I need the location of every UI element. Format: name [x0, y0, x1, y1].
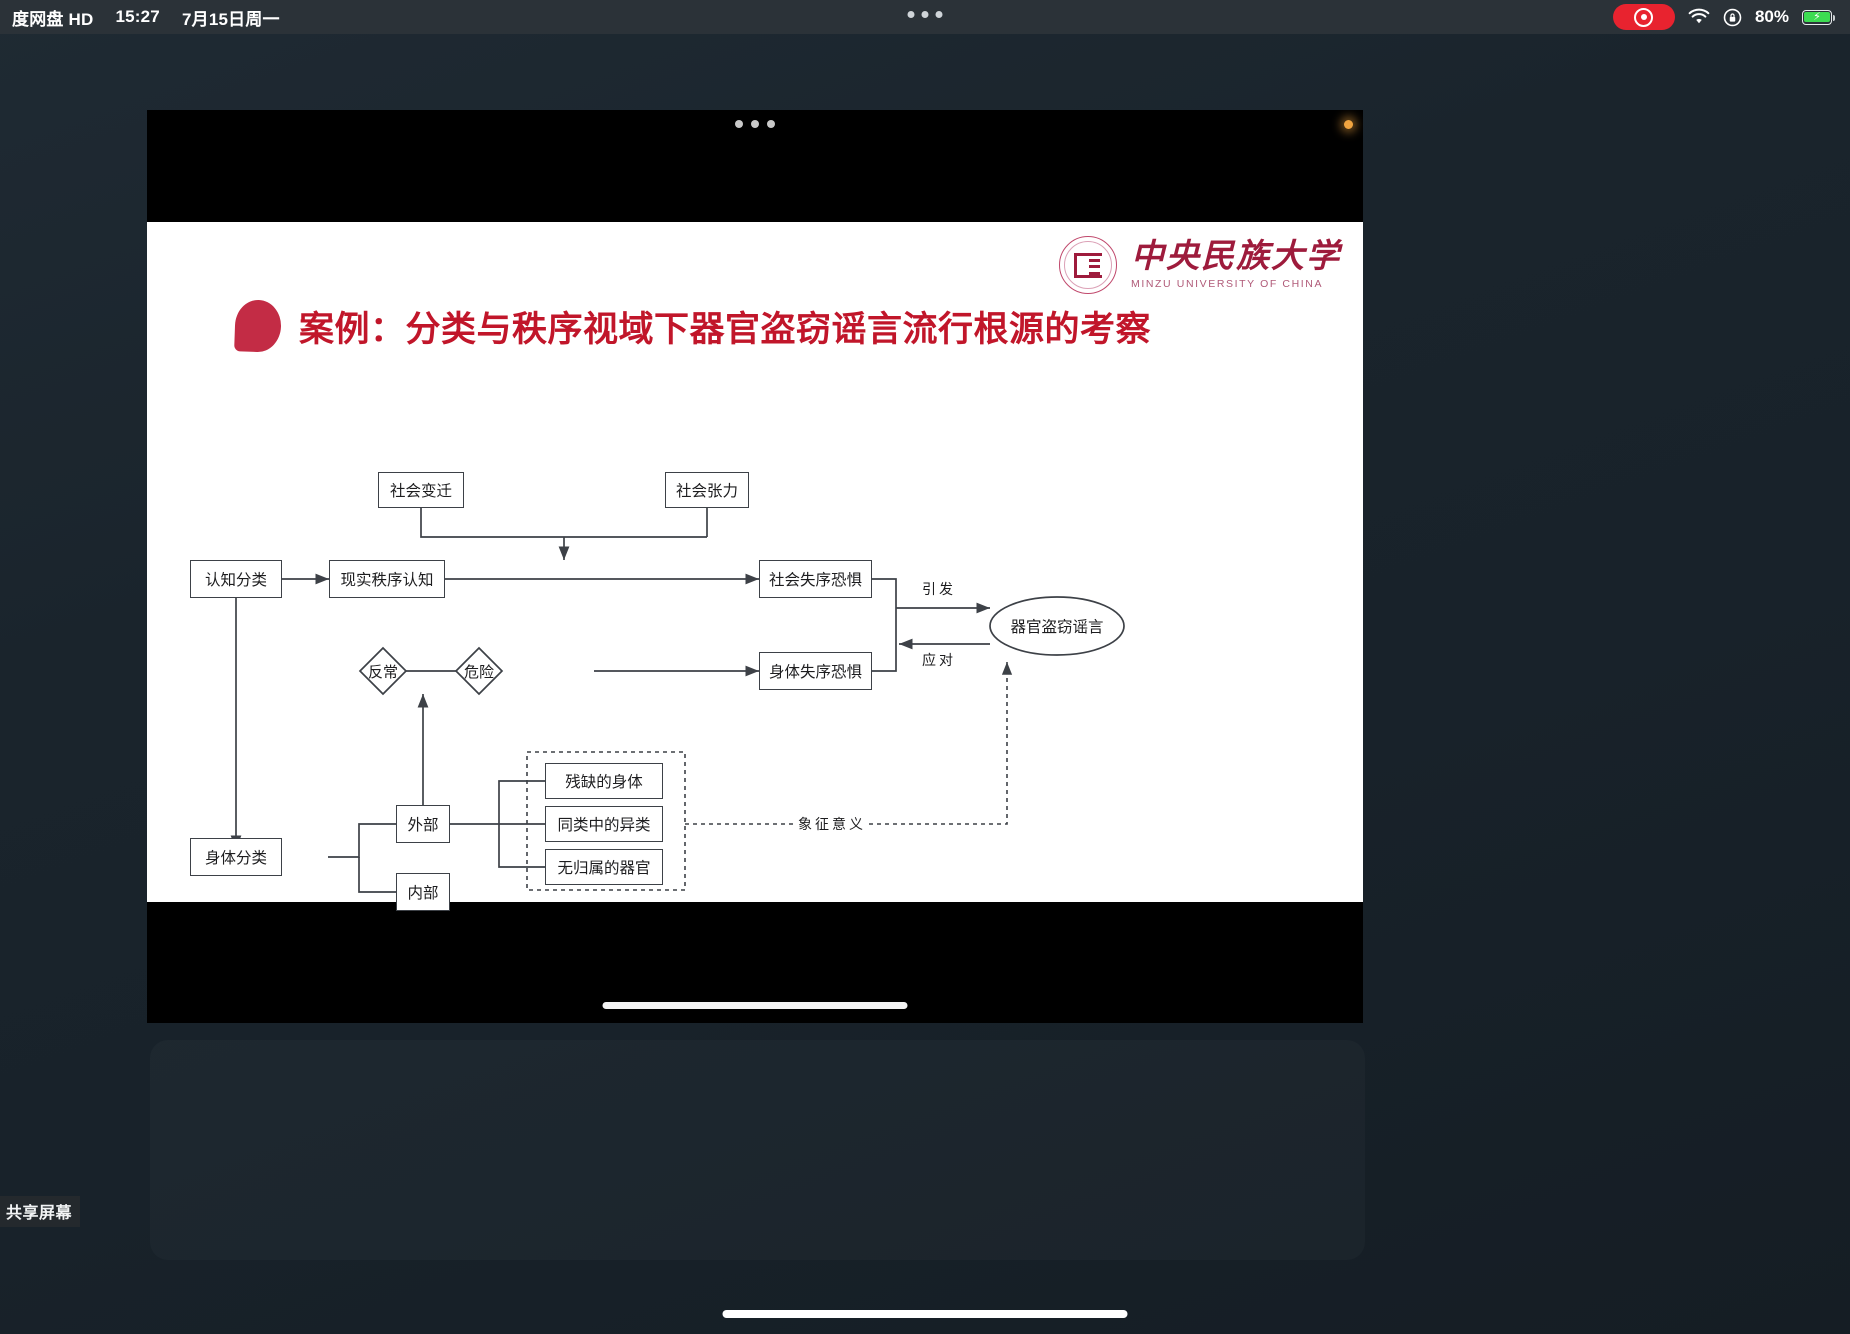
node-unowned-organ[interactable]: 无归属的器官 — [545, 849, 663, 885]
status-bar-date: 7月15日周一 — [181, 9, 280, 29]
node-social-tension[interactable]: 社会张力 — [665, 472, 749, 508]
dynamic-island-dots — [907, 11, 943, 18]
node-broken-body[interactable]: 残缺的身体 — [545, 763, 663, 799]
node-label: 现实秩序认知 — [340, 571, 434, 589]
background-panel — [150, 1040, 1365, 1260]
window-home-indicator — [602, 1002, 908, 1009]
status-bar: 度网盘 HD 15:27 7月15日周一 80% ⚡ — [0, 0, 1850, 34]
status-bar-left: 度网盘 HD 15:27 7月15日周一 — [12, 5, 280, 30]
shared-screen-window[interactable]: 中央民族大学 MINZU UNIVERSITY OF CHINA 案例：分类与秩… — [147, 110, 1363, 1023]
node-abnormal[interactable]: 反常 — [353, 658, 413, 684]
node-organ-theft-rumor[interactable]: 器官盗窃谣言 — [990, 611, 1124, 641]
record-icon — [1634, 7, 1654, 27]
node-internal[interactable]: 内部 — [396, 873, 450, 911]
node-reality-order-cognition[interactable]: 现实秩序认知 — [329, 560, 445, 598]
battery-percent-label: 80% — [1754, 7, 1789, 26]
node-body-disorder-fear[interactable]: 身体失序恐惧 — [759, 652, 872, 690]
node-label: 同类中的异类 — [557, 816, 651, 834]
node-cognitive-classification[interactable]: 认知分类 — [190, 560, 282, 598]
device-home-indicator[interactable] — [722, 1310, 1128, 1318]
node-label: 内部 — [407, 884, 439, 902]
screen-recording-indicator[interactable] — [1612, 4, 1675, 30]
node-label: 社会张力 — [675, 482, 738, 500]
status-bar-right: 80% ⚡ — [1612, 4, 1836, 30]
node-danger[interactable]: 危险 — [449, 658, 509, 684]
rotation-lock-icon — [1723, 8, 1742, 26]
node-label: 器官盗窃谣言 — [1010, 618, 1104, 636]
node-social-change[interactable]: 社会变迁 — [378, 472, 464, 508]
node-external[interactable]: 外部 — [396, 805, 450, 843]
flow-diagram: 社会变迁 社会张力 认知分类 现实秩序认知 社会失序恐惧 器官盗窃谣言 — [147, 397, 1363, 911]
charging-bolt-icon: ⚡ — [1813, 10, 1821, 23]
node-label: 身体分类 — [204, 849, 267, 867]
diamond-danger — [454, 646, 504, 696]
node-label: 危险 — [463, 662, 494, 681]
status-bar-clock: 15:27 — [115, 7, 160, 26]
slide-title-row: 案例：分类与秩序视域下器官盗窃谣言流行根源的考察 — [234, 299, 1152, 353]
node-label: 身体失序恐惧 — [768, 663, 862, 681]
node-body-classification[interactable]: 身体分类 — [190, 838, 282, 876]
university-name-en: MINZU UNIVERSITY OF CHINA — [1131, 277, 1324, 290]
node-label: 社会变迁 — [389, 482, 452, 500]
node-label: 社会失序恐惧 — [768, 571, 862, 589]
ellipse-rumor — [989, 596, 1125, 656]
node-label: 外部 — [407, 816, 439, 834]
edge-label-symbolic-meaning: 象征意义 — [795, 814, 869, 834]
privacy-indicator-dot — [1344, 120, 1353, 129]
edge-label-respond: 应对 — [919, 650, 959, 670]
university-name-cn: 中央民族大学 — [1131, 239, 1341, 276]
slide-title: 案例：分类与秩序视域下器官盗窃谣言流行根源的考察 — [299, 309, 1152, 350]
university-seal-icon — [1059, 236, 1117, 294]
petal-shape-icon — [234, 299, 282, 353]
presentation-slide: 中央民族大学 MINZU UNIVERSITY OF CHINA 案例：分类与秩… — [147, 222, 1363, 911]
flow-diagram-canvas — [230, 508, 1125, 893]
node-label: 认知分类 — [204, 571, 267, 589]
node-outlier-among-peers[interactable]: 同类中的异类 — [545, 806, 663, 842]
university-logo: 中央民族大学 MINZU UNIVERSITY OF CHINA — [1059, 236, 1341, 294]
battery-icon: ⚡ — [1802, 9, 1836, 25]
window-drag-handle[interactable] — [735, 120, 775, 128]
edge-label-trigger: 引发 — [919, 579, 959, 599]
node-label: 残缺的身体 — [565, 773, 643, 791]
wifi-icon — [1688, 8, 1710, 24]
node-label: 反常 — [367, 662, 398, 681]
node-label: 无归属的器官 — [557, 859, 651, 877]
node-social-disorder-fear[interactable]: 社会失序恐惧 — [759, 560, 872, 598]
share-screen-chip[interactable]: 共享屏幕 — [0, 1196, 81, 1227]
foreground-app-name: 度网盘 HD — [12, 9, 94, 29]
diamond-abnormal — [358, 646, 408, 696]
